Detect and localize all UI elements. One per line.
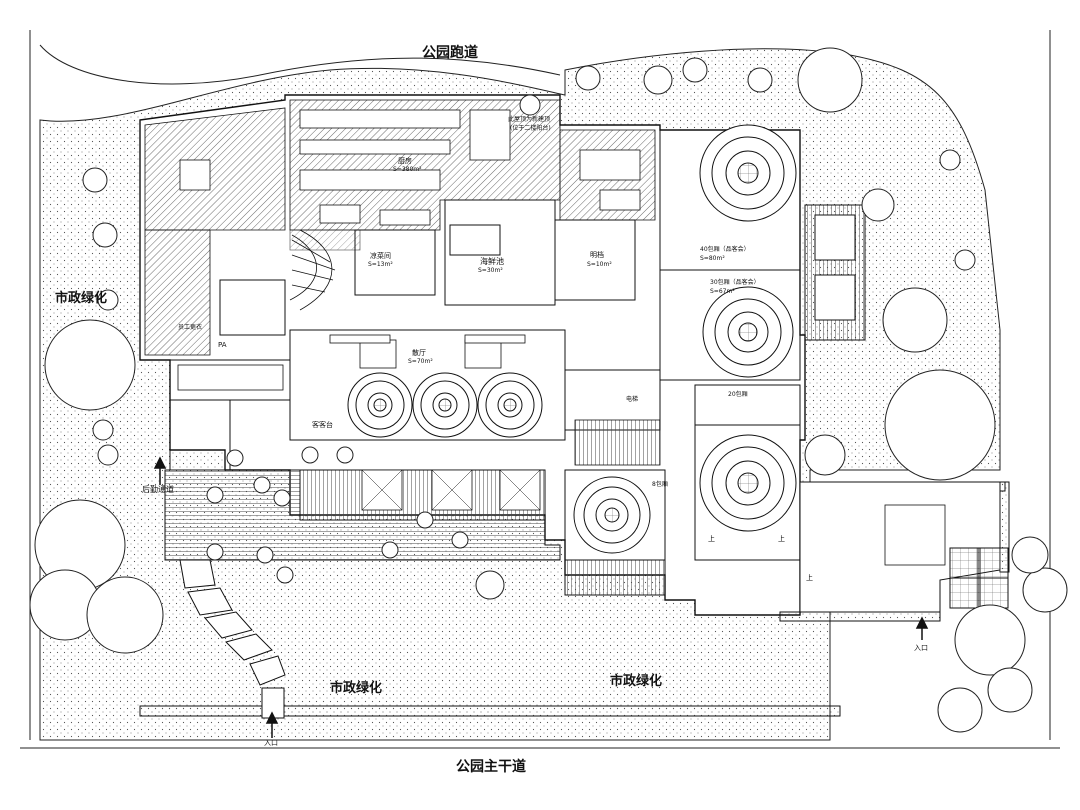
room-20-label: 20包厢 [728, 391, 748, 398]
reception-label: 客客台 [312, 421, 333, 429]
kitchen-label: 厨房 [398, 157, 412, 165]
tree-icon [86, 576, 164, 654]
arrow-up-icon [153, 456, 929, 738]
trees [29, 47, 1068, 733]
tree-icon [97, 444, 119, 466]
room-40-area-label: S=80m² [700, 255, 725, 262]
site-boundary [20, 30, 1060, 749]
up-label-3: 上 [806, 574, 813, 582]
tree-icon [804, 434, 846, 476]
stepping-path [179, 559, 286, 719]
tree-icon [937, 687, 983, 733]
top-note-line1: 此屋顶为新建顶 [508, 116, 551, 123]
tree-icon [575, 65, 601, 91]
spiral-stair [289, 229, 336, 311]
tree-icon [44, 319, 136, 411]
cold-dish-area-label: S=13m² [368, 261, 393, 268]
municipal-green-bottom-left-label: 市政绿化 [330, 681, 383, 696]
tree-icon [276, 566, 294, 584]
staff-room-label: 员工更衣 [178, 324, 203, 331]
bar-label: 明档 [590, 251, 604, 259]
tree-icon [939, 149, 961, 171]
round-table-icon [477, 372, 543, 438]
tree-icon [987, 667, 1033, 713]
seafood-pool-label: 海鲜池 [480, 257, 504, 266]
tree-icon [1011, 536, 1049, 574]
tree-icon [97, 289, 119, 311]
round-tables [347, 124, 797, 554]
booth-seating [177, 334, 526, 391]
kitchen-equipment [179, 109, 641, 226]
up-label-2: 上 [778, 535, 785, 543]
round-table-icon [699, 434, 797, 532]
right-terrace [804, 204, 866, 341]
room-30-area-label: S=67m² [710, 288, 735, 295]
tree-icon [381, 541, 399, 559]
stone-blocks [949, 547, 1009, 609]
bar-area-label: S=10m² [587, 261, 612, 268]
room-40-label: 40包厢（品客会） [700, 246, 750, 253]
municipal-green-bottom-right-label: 市政绿化 [610, 674, 663, 689]
tree-icon [1022, 567, 1068, 613]
tree-icon [882, 287, 948, 353]
tree-icon [92, 222, 118, 248]
track-edge [39, 44, 561, 85]
up-label-1: 上 [708, 535, 715, 543]
tree-icon [273, 489, 291, 507]
top-note-line2: (位于二楼阳台) [510, 125, 551, 132]
tree-icon [226, 449, 244, 467]
room-8-label: 8包厢 [652, 481, 668, 488]
round-table-icon [699, 124, 797, 222]
round-table-icon [702, 286, 794, 378]
tree-icon [643, 65, 673, 95]
entrance-right-label: 入口 [914, 644, 928, 652]
tree-icon [253, 476, 271, 494]
tree-icon [861, 188, 895, 222]
tree-icon [747, 67, 773, 93]
tree-icon [884, 369, 996, 481]
tree-icon [416, 511, 434, 529]
tree-icon [336, 446, 354, 464]
tree-icon [451, 531, 469, 549]
square-table-icon [884, 504, 946, 566]
municipal-green-left-label: 市政绿化 [55, 291, 108, 306]
entrance-bottom-label: 入口 [264, 739, 278, 747]
tree-icon [206, 543, 224, 561]
tree-icon [797, 47, 863, 113]
kitchen-area-label: S=380m² [393, 166, 422, 173]
round-table-icon [573, 476, 651, 554]
cold-dish-label: 凉菜间 [370, 252, 391, 260]
round-table-icon [347, 372, 413, 438]
pa-label: PA [218, 341, 227, 349]
tree-icon [682, 57, 708, 83]
tree-icon [954, 249, 976, 271]
tree-icon [954, 604, 1026, 676]
tree-icon [82, 167, 108, 193]
tree-icon [519, 94, 541, 116]
tree-icon [475, 570, 505, 600]
hall-area-label: S=70m² [408, 358, 433, 365]
room-30-label: 30包厢（品客会） [710, 279, 760, 286]
elevator-label: 电梯 [626, 396, 639, 403]
round-table-icon [412, 372, 478, 438]
park-main-road-label: 公园主干道 [456, 759, 526, 775]
tree-icon [256, 546, 274, 564]
park-track-label: 公园跑道 [422, 45, 478, 61]
stair [574, 419, 661, 466]
tree-icon [92, 419, 114, 441]
back-service-road-label: 后勤通道 [142, 485, 174, 494]
tree-icon [301, 446, 319, 464]
hall-label: 散厅 [412, 349, 426, 357]
tree-icon [206, 486, 224, 504]
seafood-area-label: S=30m² [478, 267, 503, 274]
